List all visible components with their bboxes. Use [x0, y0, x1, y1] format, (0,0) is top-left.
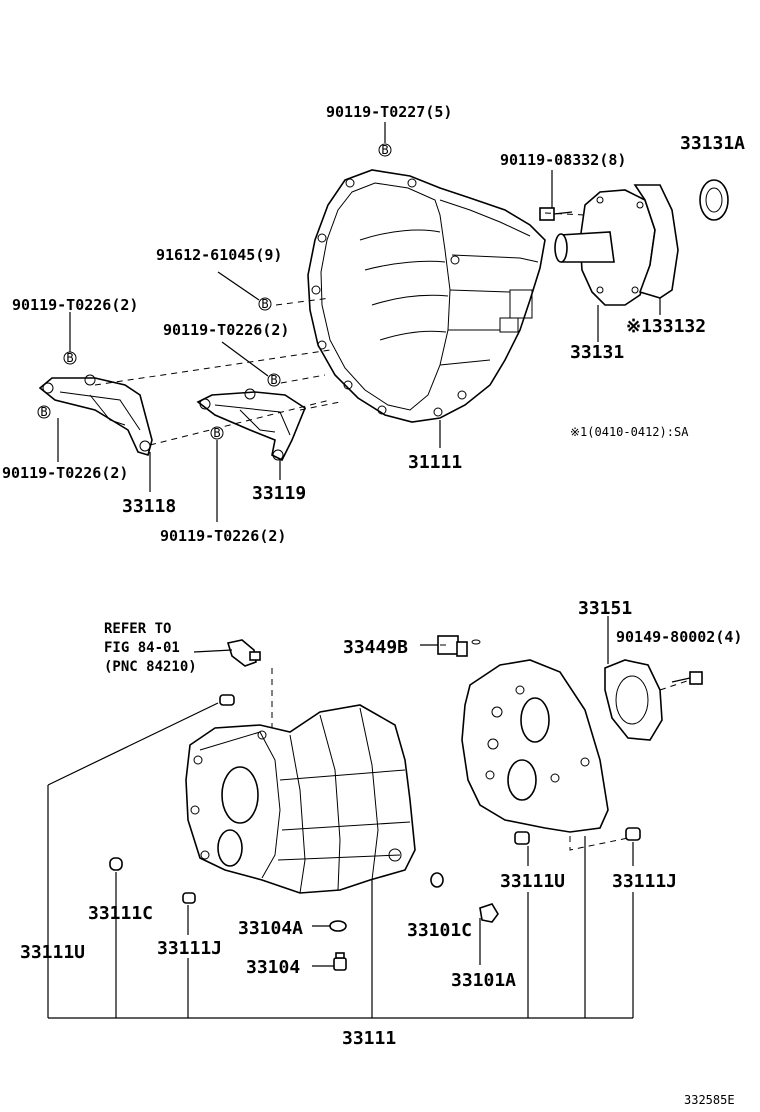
label-33118: 33118	[122, 496, 176, 517]
plug-33111C[interactable]	[109, 857, 123, 871]
b-marker-icon: B	[378, 143, 392, 157]
label-33101A: 33101A	[451, 970, 516, 991]
label-33151: 33151	[578, 598, 632, 619]
label-90119-T0226-c: 90119-T0226(2)	[2, 464, 128, 482]
label-90119-08332: 90119-08332(8)	[500, 151, 626, 169]
label-33111C: 33111C	[88, 903, 153, 924]
label-31111: 31111	[408, 452, 462, 473]
label-90119-T0226-b: 90119-T0226(2)	[163, 321, 289, 339]
label-33132: ※133132	[626, 316, 706, 337]
retainer-33151[interactable]	[604, 659, 663, 741]
note-applicability: ※1(0410-0412):SA	[570, 425, 689, 439]
label-33111J-right: 33111J	[612, 871, 677, 892]
label-33111: 33111	[342, 1028, 396, 1049]
label-90149-80002: 90149-80002(4)	[616, 628, 742, 646]
svg-text:B: B	[66, 351, 73, 365]
switch-33449B[interactable]	[437, 635, 481, 657]
gasket-33101C[interactable]	[430, 872, 444, 888]
b-marker-icon: B	[210, 426, 224, 440]
label-33449B: 33449B	[343, 637, 408, 658]
bell-housing-31111[interactable]	[307, 169, 546, 423]
label-33101C: 33101C	[407, 920, 472, 941]
svg-text:B: B	[270, 373, 277, 387]
label-33111U-right: 33111U	[500, 871, 565, 892]
label-33119: 33119	[252, 483, 306, 504]
adapter-plate[interactable]	[461, 659, 609, 833]
label-33111J-left: 33111J	[157, 938, 222, 959]
oil-seal-33131A[interactable]	[699, 179, 729, 221]
label-33131A: 33131A	[680, 133, 745, 154]
refer-line-3: (PNC 84210)	[104, 659, 197, 675]
plug-33101A[interactable]	[479, 903, 499, 923]
label-90119-T0226-d: 90119-T0226(2)	[160, 527, 286, 545]
b-marker-icon: B	[258, 297, 272, 311]
b-marker-icon: B	[63, 351, 77, 365]
pin-33111U-left[interactable]	[219, 694, 235, 706]
refer-line-2: FIG 84-01	[104, 640, 180, 656]
bolt-90119-08332[interactable]	[539, 207, 573, 221]
speedometer-sender[interactable]	[226, 639, 261, 667]
label-33111U-left: 33111U	[20, 942, 85, 963]
pin-33111U-right[interactable]	[514, 831, 530, 845]
illustration-code: 332585E	[684, 1093, 735, 1107]
bolt-90149-80002[interactable]	[671, 671, 703, 685]
label-90119-T0227: 90119-T0227(5)	[326, 103, 452, 121]
svg-text:B: B	[381, 143, 388, 157]
label-90119-T0226-a: 90119-T0226(2)	[12, 296, 138, 314]
label-33131: 33131	[570, 342, 624, 363]
plug-33104A[interactable]	[329, 920, 347, 932]
extension-housing-33131[interactable]	[554, 189, 656, 306]
refer-line-1: REFER TO	[104, 621, 171, 637]
svg-text:B: B	[261, 297, 268, 311]
b-marker-icon: B	[37, 405, 51, 419]
bracket-33119[interactable]	[196, 388, 306, 462]
b-marker-icon: B	[267, 373, 281, 387]
pin-33111J-left[interactable]	[182, 892, 196, 904]
label-91612-61045: 91612-61045(9)	[156, 246, 282, 264]
svg-text:B: B	[213, 426, 220, 440]
bracket-33118[interactable]	[38, 374, 153, 457]
label-33104A: 33104A	[238, 918, 303, 939]
svg-text:B: B	[40, 405, 47, 419]
transmission-case-33111[interactable]	[185, 704, 416, 894]
pin-33111J-right[interactable]	[625, 827, 641, 841]
plug-33104[interactable]	[333, 952, 347, 971]
label-33104: 33104	[246, 957, 300, 978]
